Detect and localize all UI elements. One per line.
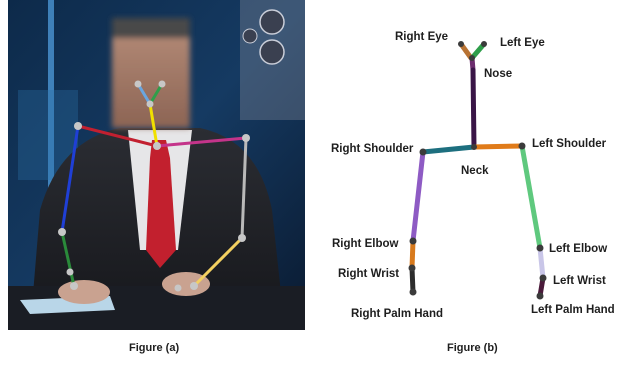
photo-limb-right-eye xyxy=(136,82,152,106)
photo-joint xyxy=(242,134,250,142)
photo-joint xyxy=(70,282,78,290)
label-nose: Nose xyxy=(484,68,512,80)
photo-limb-neck xyxy=(148,102,159,148)
photo-limb-left-shoulder xyxy=(155,136,248,148)
photo-joints xyxy=(58,80,250,292)
joint-left-wrist xyxy=(539,274,547,282)
joint-left-eye xyxy=(481,41,487,47)
label-right-eye: Right Eye xyxy=(395,31,448,43)
label-left-shoulder: Left Shoulder xyxy=(532,138,607,150)
skeleton-joints xyxy=(408,41,547,300)
joint-neck xyxy=(471,144,477,150)
limb-right-forearm xyxy=(409,238,416,271)
photo-joint xyxy=(58,228,66,236)
photo-skeleton xyxy=(60,82,248,288)
photo-limb-right-shoulder xyxy=(76,124,159,148)
joint-right-elbow xyxy=(409,237,417,245)
joint-right-wrist xyxy=(408,264,416,272)
label-neck: Neck xyxy=(461,165,489,177)
joint-right-palm xyxy=(409,288,417,296)
joint-right-shoulder xyxy=(419,148,427,156)
label-right-palm-hand: Right Palm Hand xyxy=(351,308,443,320)
photo-panel xyxy=(8,0,305,330)
photo-limb-right-upper-arm xyxy=(60,124,80,234)
caption-figure-a: Figure (a) xyxy=(129,342,179,354)
left-hand xyxy=(162,272,210,296)
limb-left-eye xyxy=(469,41,487,61)
studio-clock xyxy=(242,28,258,44)
label-right-wrist: Right Wrist xyxy=(338,268,399,280)
photo-joint xyxy=(174,284,182,292)
photo-limb-left-forearm xyxy=(192,236,244,288)
caption-figure-b: Figure (b) xyxy=(447,342,498,354)
tie xyxy=(146,140,176,268)
photo-joint xyxy=(134,80,142,88)
joint-nose xyxy=(469,55,475,61)
label-right-shoulder: Right Shoulder xyxy=(331,143,414,155)
limb-neck xyxy=(470,67,477,150)
right-hand xyxy=(58,280,110,304)
skeleton-diagram: Right Eye Left Eye Nose Right Shoulder L… xyxy=(331,31,615,320)
limb-right-hand xyxy=(409,265,416,295)
photo-joint xyxy=(153,142,161,150)
label-left-wrist: Left Wrist xyxy=(553,275,606,287)
limb-right-shoulder xyxy=(420,144,477,155)
photo-joint xyxy=(190,282,198,290)
limb-left-upper-arm xyxy=(519,143,543,251)
photo-joint xyxy=(238,234,246,242)
joint-left-palm xyxy=(536,292,544,300)
photo-joint xyxy=(146,100,154,108)
studio-light-strip xyxy=(48,0,54,330)
photo-joint xyxy=(74,122,82,130)
joint-left-shoulder xyxy=(518,142,526,150)
label-right-elbow: Right Elbow xyxy=(332,238,398,250)
studio-clock xyxy=(259,39,285,65)
joint-right-eye xyxy=(458,41,464,47)
photo-limb-left-upper-arm xyxy=(240,136,248,240)
studio-clock xyxy=(259,9,285,35)
photo-limb-left-eye xyxy=(148,82,164,106)
photo-joint xyxy=(158,80,166,88)
label-left-elbow: Left Elbow xyxy=(549,243,607,255)
label-left-eye: Left Eye xyxy=(500,37,545,49)
photo-joint xyxy=(66,268,74,276)
label-left-palm-hand: Left Palm Hand xyxy=(531,304,615,316)
limb-left-shoulder xyxy=(471,143,525,150)
photo-limb-right-forearm xyxy=(60,230,76,288)
limb-left-forearm xyxy=(537,245,546,281)
limb-right-upper-arm xyxy=(410,149,426,244)
joint-left-elbow xyxy=(536,244,544,252)
